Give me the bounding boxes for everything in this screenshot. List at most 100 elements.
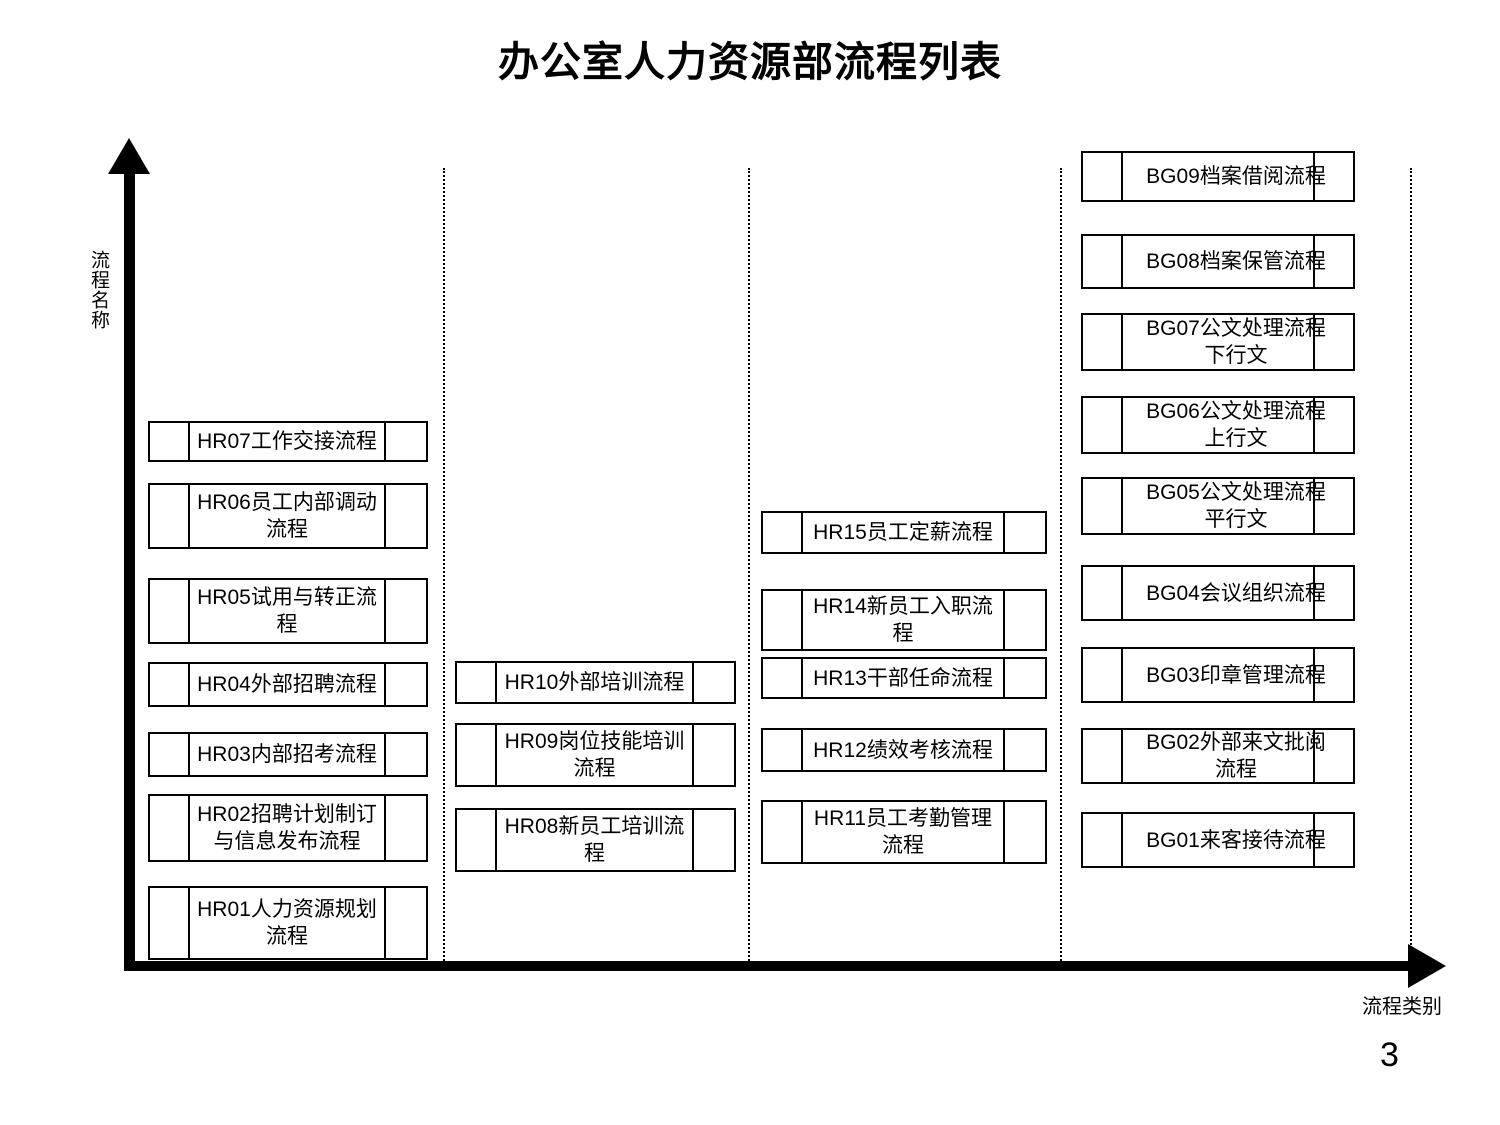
process-box[interactable]: HR07工作交接流程 (148, 421, 428, 462)
process-box-label: BG05公文处理流程 平行文 (1146, 481, 1326, 531)
process-box-label-cell: HR05试用与转正流 程 (190, 580, 384, 642)
process-box-label: HR13干部任命流程 (813, 666, 993, 690)
process-box-label: BG07公文处理流程 下行文 (1146, 317, 1326, 367)
process-box[interactable]: HR05试用与转正流 程 (148, 578, 428, 644)
process-box[interactable]: BG04会议组织流程 (1081, 565, 1355, 621)
process-box-right-cell (1313, 649, 1353, 701)
process-box-label-cell: HR02招聘计划制订 与信息发布流程 (190, 796, 384, 860)
process-box[interactable]: BG07公文处理流程 下行文 (1081, 313, 1355, 371)
process-box-label: HR11员工考勤管理 流程 (813, 807, 993, 857)
process-box-label: HR03内部招考流程 (197, 743, 377, 766)
process-box-label: BG09档案借阅流程 (1146, 165, 1326, 188)
process-box-right-cell (692, 810, 734, 870)
process-box[interactable]: HR06员工内部调动 流程 (148, 483, 428, 549)
divider-1 (443, 168, 445, 965)
process-box[interactable]: BG01来客接待流程 (1081, 812, 1355, 868)
process-box-right-cell (384, 664, 426, 705)
process-box[interactable]: BG06公文处理流程 上行文 (1081, 396, 1355, 454)
y-axis-line (124, 168, 135, 967)
process-box-left-cell (150, 580, 190, 642)
process-box[interactable]: HR14新员工入职流 程 (761, 589, 1047, 651)
process-box-label-cell: HR07工作交接流程 (190, 423, 384, 460)
process-box-left-cell (150, 423, 190, 460)
process-box[interactable]: HR09岗位技能培训 流程 (455, 723, 736, 787)
process-box-left-cell (457, 663, 497, 702)
process-box-label-cell: HR04外部招聘流程 (190, 664, 384, 705)
page-number: 3 (1380, 1036, 1399, 1074)
process-box-label-cell: HR03内部招考流程 (190, 734, 384, 775)
process-box-left-cell (1083, 236, 1123, 287)
process-box-label: HR12绩效考核流程 (813, 738, 993, 762)
process-box-right-cell (1313, 567, 1353, 619)
process-box-left-cell (150, 888, 190, 958)
process-box-left-cell (150, 485, 190, 547)
process-box-label-cell: HR14新员工入职流 程 (803, 591, 1003, 649)
process-box-left-cell (763, 659, 803, 697)
process-box-label: BG01来客接待流程 (1146, 828, 1326, 852)
process-box[interactable]: HR02招聘计划制订 与信息发布流程 (148, 794, 428, 862)
process-box-label: HR10外部培训流程 (504, 671, 685, 694)
process-box[interactable]: BG09档案借阅流程 (1081, 151, 1355, 202)
process-box-label-cell: HR10外部培训流程 (497, 663, 692, 702)
process-box[interactable]: HR12绩效考核流程 (761, 728, 1047, 772)
process-box-left-cell (150, 734, 190, 775)
process-box-right-cell (384, 423, 426, 460)
process-box[interactable]: HR08新员工培训流 程 (455, 808, 736, 872)
process-box-label: HR08新员工培训流 程 (504, 815, 685, 865)
process-box-label-cell: HR12绩效考核流程 (803, 730, 1003, 770)
process-box[interactable]: HR03内部招考流程 (148, 732, 428, 777)
process-box[interactable]: BG05公文处理流程 平行文 (1081, 477, 1355, 535)
process-box-label: BG04会议组织流程 (1146, 581, 1326, 605)
process-box-label-cell: HR11员工考勤管理 流程 (803, 802, 1003, 862)
process-box-left-cell (457, 810, 497, 870)
process-box[interactable]: BG08档案保管流程 (1081, 234, 1355, 289)
process-box-label-cell: HR06员工内部调动 流程 (190, 485, 384, 547)
process-box-label-cell: BG08档案保管流程 (1123, 236, 1326, 287)
divider-2 (748, 168, 750, 965)
process-box-left-cell (1083, 814, 1123, 866)
process-box-label: HR09岗位技能培训 流程 (504, 730, 685, 780)
divider-4 (1410, 168, 1412, 965)
process-box-right-cell (1003, 591, 1045, 649)
x-axis-line (124, 961, 1412, 971)
process-box-right-cell (384, 734, 426, 775)
process-box[interactable]: HR01人力资源规划 流程 (148, 886, 428, 960)
process-box[interactable]: HR11员工考勤管理 流程 (761, 800, 1047, 864)
x-axis-arrow-icon (1408, 944, 1446, 988)
process-box-label-cell: HR13干部任命流程 (803, 659, 1003, 697)
process-box-right-cell (1313, 730, 1353, 782)
process-box[interactable]: BG03印章管理流程 (1081, 647, 1355, 703)
divider-3 (1060, 168, 1062, 965)
process-box-right-cell (384, 888, 426, 958)
process-box-label-cell: BG01来客接待流程 (1123, 814, 1326, 866)
y-axis-label: 流程名称 (88, 250, 109, 330)
process-box-right-cell (1003, 802, 1045, 862)
process-box-label-cell: BG09档案借阅流程 (1123, 153, 1326, 200)
process-box-left-cell (1083, 315, 1123, 369)
process-box[interactable]: HR15员工定薪流程 (761, 511, 1047, 554)
process-box-label: HR07工作交接流程 (197, 430, 377, 453)
process-box-label-cell: HR08新员工培训流 程 (497, 810, 692, 870)
process-box-right-cell (1003, 730, 1045, 770)
process-box-label-cell: BG05公文处理流程 平行文 (1123, 479, 1326, 533)
process-box-left-cell (1083, 649, 1123, 701)
process-box-left-cell (763, 802, 803, 862)
process-box-label: HR04外部招聘流程 (197, 673, 377, 696)
process-box-right-cell (692, 663, 734, 702)
process-box-label: HR06员工内部调动 流程 (197, 491, 377, 541)
process-box-label: BG03印章管理流程 (1146, 663, 1326, 687)
process-box-right-cell (1313, 315, 1353, 369)
process-box-left-cell (1083, 398, 1123, 452)
process-box[interactable]: BG02外部来文批阅流程 (1081, 728, 1355, 784)
process-box[interactable]: HR04外部招聘流程 (148, 662, 428, 707)
process-box-label-cell: HR15员工定薪流程 (803, 513, 1003, 552)
process-box[interactable]: HR10外部培训流程 (455, 661, 736, 704)
process-box-right-cell (1313, 398, 1353, 452)
process-box[interactable]: HR13干部任命流程 (761, 657, 1047, 699)
process-box-label-cell: BG03印章管理流程 (1123, 649, 1326, 701)
process-box-label: HR05试用与转正流 程 (197, 586, 377, 636)
process-box-left-cell (1083, 479, 1123, 533)
process-box-right-cell (1313, 479, 1353, 533)
process-box-left-cell (457, 725, 497, 785)
